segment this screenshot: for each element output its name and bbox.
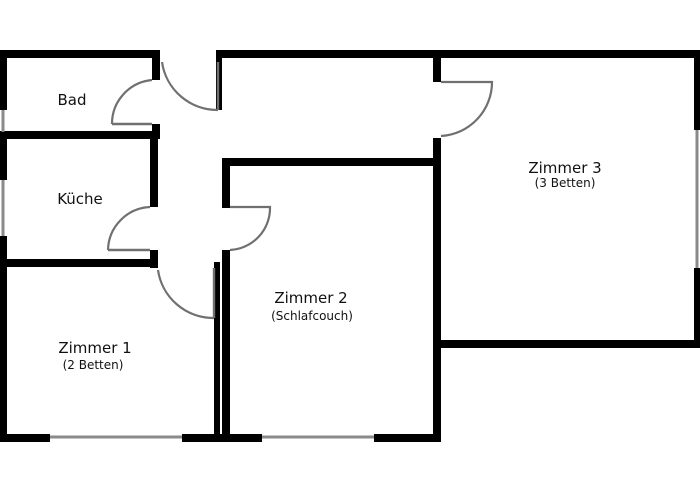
wall-left-upper [0,50,7,110]
door-zimmer3-arc [440,80,494,138]
room-note-zimmer2: (Schlafcouch) [271,309,353,323]
wall-bottom-z2-right [374,434,441,442]
wall-left-lower [0,236,7,442]
wall-top-hall [216,50,700,58]
room-label-zimmer3: Zimmer 3 [528,159,602,177]
wall-zimmer3-bottom [433,340,700,348]
room-note-zimmer1: (2 Betten) [62,358,124,372]
wall-bad-kueche [0,131,160,139]
door-zimmer2-arc [229,205,272,252]
wall-top-bad [0,50,160,58]
wall-zimmer2-top [222,158,440,166]
wall-zimmer2-right [433,138,441,442]
door-zimmer1-arc [156,269,215,320]
room-label-kueche: Küche [57,190,103,208]
room-label-zimmer1: Zimmer 1 [58,339,132,357]
wall-zimmer3-right-upper [694,50,700,130]
wall-zimmer3-right-lower [694,268,700,348]
door-kueche-arc [106,205,151,251]
door-bad-arc [110,78,153,125]
wall-zimmer2-left-lower [222,250,230,442]
wall-left-mid [0,132,7,180]
wall-kueche-right [150,131,158,207]
doors [106,61,494,320]
room-label-bad: Bad [57,91,87,109]
wall-bad-right [152,50,160,80]
wall-kueche-zimmer1 [0,259,158,267]
wall-zimmer3-left-upper [433,50,441,82]
wall-bottom-z1-left [0,434,50,442]
windows [1,110,699,439]
room-label-zimmer2: Zimmer 2 [274,289,348,307]
wall-bottom-z1-right [182,434,262,442]
wall-zimmer2-left-upper [222,158,230,208]
walls [0,50,700,442]
room-note-zimmer3: (3 Betten) [534,176,596,190]
wall-zimmer1-right [214,262,220,442]
door-entrance-arc [160,61,219,112]
